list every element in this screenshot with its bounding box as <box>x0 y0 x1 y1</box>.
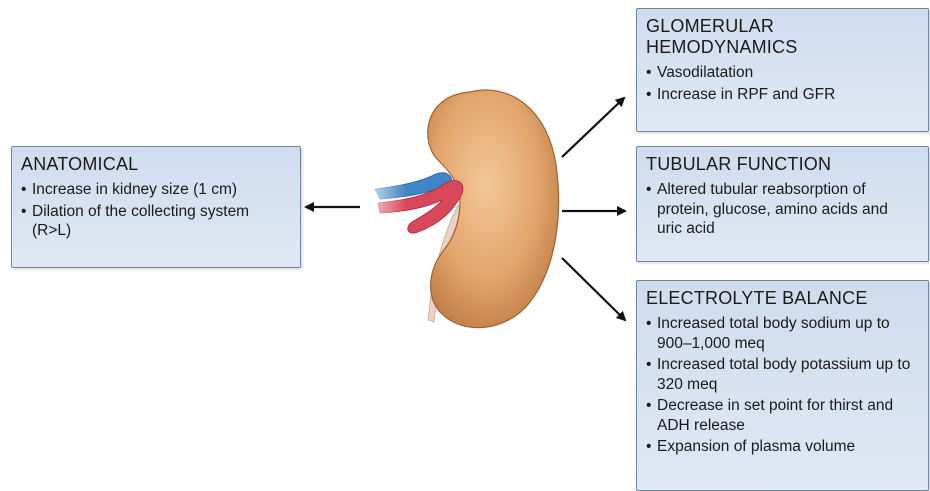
tubular-box: TUBULAR FUNCTION Altered tubular reabsor… <box>636 146 929 262</box>
list-item: Expansion of plasma volume <box>646 437 920 457</box>
tubular-list: Altered tubular reabsorption of protein,… <box>646 180 920 239</box>
list-item: Increase in RPF and GFR <box>646 85 920 105</box>
electrolyte-box: ELECTROLYTE BALANCE Increased total body… <box>636 280 929 491</box>
list-item: Vasodilatation <box>646 63 920 83</box>
electrolyte-list: Increased total body sodium up to 900–1,… <box>646 314 920 457</box>
list-item: Increase in kidney size (1 cm) <box>21 180 292 200</box>
anatomical-box: ANATOMICAL Increase in kidney size (1 cm… <box>11 146 301 268</box>
tubular-title: TUBULAR FUNCTION <box>646 154 920 175</box>
list-item: Dilation of the collecting system (R>L) <box>21 202 292 241</box>
glomerular-list: Vasodilatation Increase in RPF and GFR <box>646 63 920 104</box>
vessel-fade <box>360 180 406 222</box>
list-item: Decrease in set point for thirst and ADH… <box>646 396 920 435</box>
arrow-to-electrolyte <box>562 258 625 320</box>
list-item: Altered tubular reabsorption of protein,… <box>646 180 920 239</box>
glomerular-title: GLOMERULAR HEMODYNAMICS <box>646 16 856 58</box>
anatomical-list: Increase in kidney size (1 cm) Dilation … <box>21 180 292 241</box>
arrow-to-glomerular <box>562 98 624 157</box>
anatomical-title: ANATOMICAL <box>21 154 292 175</box>
glomerular-box: GLOMERULAR HEMODYNAMICS Vasodilatation I… <box>636 8 929 132</box>
list-item: Increased total body potassium up to 320… <box>646 355 920 394</box>
electrolyte-title: ELECTROLYTE BALANCE <box>646 288 920 309</box>
list-item: Increased total body sodium up to 900–1,… <box>646 314 920 353</box>
